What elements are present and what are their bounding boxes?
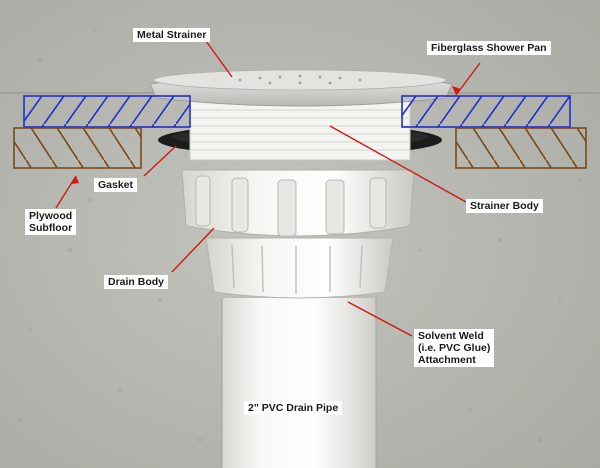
label-fiberglass-shower-pan: Fiberglass Shower Pan [427,41,551,55]
plywood-subfloor-right [455,127,587,169]
drain-body-ribs [231,244,363,294]
label-solvent-weld: Solvent Weld (i.e. PVC Glue) Attachment [414,329,495,367]
concrete-texture [18,28,582,443]
strainer-body [189,99,411,161]
leader-solvent-weld [347,301,413,337]
metal-strainer-holes [238,74,362,85]
label-gasket: Gasket [94,178,138,192]
drain-body-nut-ribs [195,175,387,237]
label-strainer-body: Strainer Body [466,199,543,213]
label-plywood-subfloor: Plywood Subfloor [25,209,77,235]
strainer-body-threads [190,109,410,151]
pvc-drain-pipe [222,298,376,468]
fiberglass-pan-left [23,95,191,128]
arrowhead-fiberglass-pan [452,86,461,95]
drain-body-hub [205,237,394,299]
leader-arrowheads [71,86,461,184]
leader-gasket [143,145,177,177]
leader-strainer-body [329,125,467,203]
label-metal-strainer: Metal Strainer [133,28,211,42]
label-pvc-drain-pipe: 2" PVC Drain Pipe [244,401,343,415]
leader-plywood-subfloor [55,175,77,209]
arrowhead-plywood-subfloor [71,176,79,184]
leader-drain-body [171,227,215,273]
leader-metal-strainer [205,40,233,78]
label-drain-body: Drain Body [104,275,169,289]
plywood-subfloor-left [13,127,142,169]
fiberglass-pan-right [401,95,571,128]
